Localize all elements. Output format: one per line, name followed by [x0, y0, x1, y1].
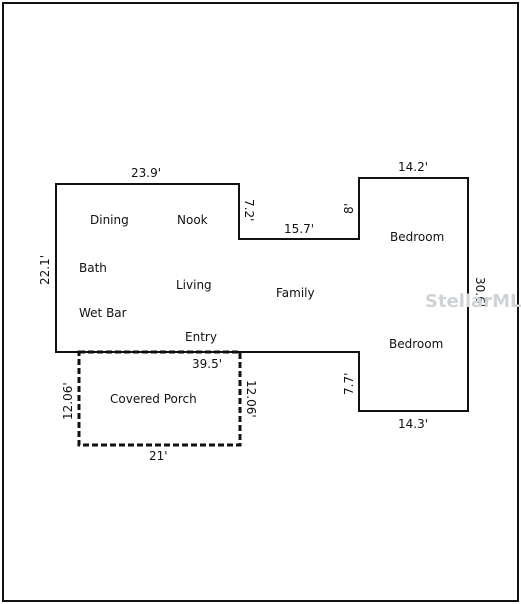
dim-right-height: 30.6' — [473, 277, 487, 307]
room-label-wet-bar: Wet Bar — [79, 306, 127, 320]
dim-top-left-width: 23.9' — [131, 166, 161, 180]
dim-bottom-width: 39.5' — [192, 357, 222, 371]
dim-left-height: 22.1' — [38, 255, 52, 285]
dim-top-right-width: 14.2' — [398, 160, 428, 174]
dim-bottom-right-width: 14.3' — [398, 417, 428, 431]
room-label-dining: Dining — [90, 213, 129, 227]
room-label-entry: Entry — [185, 330, 217, 344]
dim-porch-width: 21' — [149, 449, 168, 463]
dim-porch-right-height: 12.06' — [244, 380, 258, 418]
room-label-nook: Nook — [177, 213, 208, 227]
room-label-family: Family — [276, 286, 315, 300]
room-label-bath: Bath — [79, 261, 107, 275]
dim-lower-notch: 7.7' — [342, 373, 356, 395]
dim-notch-depth: 7.2' — [242, 199, 256, 221]
covered-porch-outline — [77, 350, 242, 447]
room-label-covered-porch: Covered Porch — [110, 392, 197, 406]
room-label-bedroom-1: Bedroom — [390, 230, 444, 244]
dim-middle-width: 15.7' — [284, 222, 314, 236]
dim-porch-left-height: 12.06' — [61, 382, 75, 420]
dim-right-notch: 8' — [342, 203, 356, 214]
room-label-living: Living — [176, 278, 212, 292]
watermark-logo: StellarMLS — [425, 291, 521, 312]
room-label-bedroom-2: Bedroom — [389, 337, 443, 351]
house-outline — [55, 177, 469, 412]
